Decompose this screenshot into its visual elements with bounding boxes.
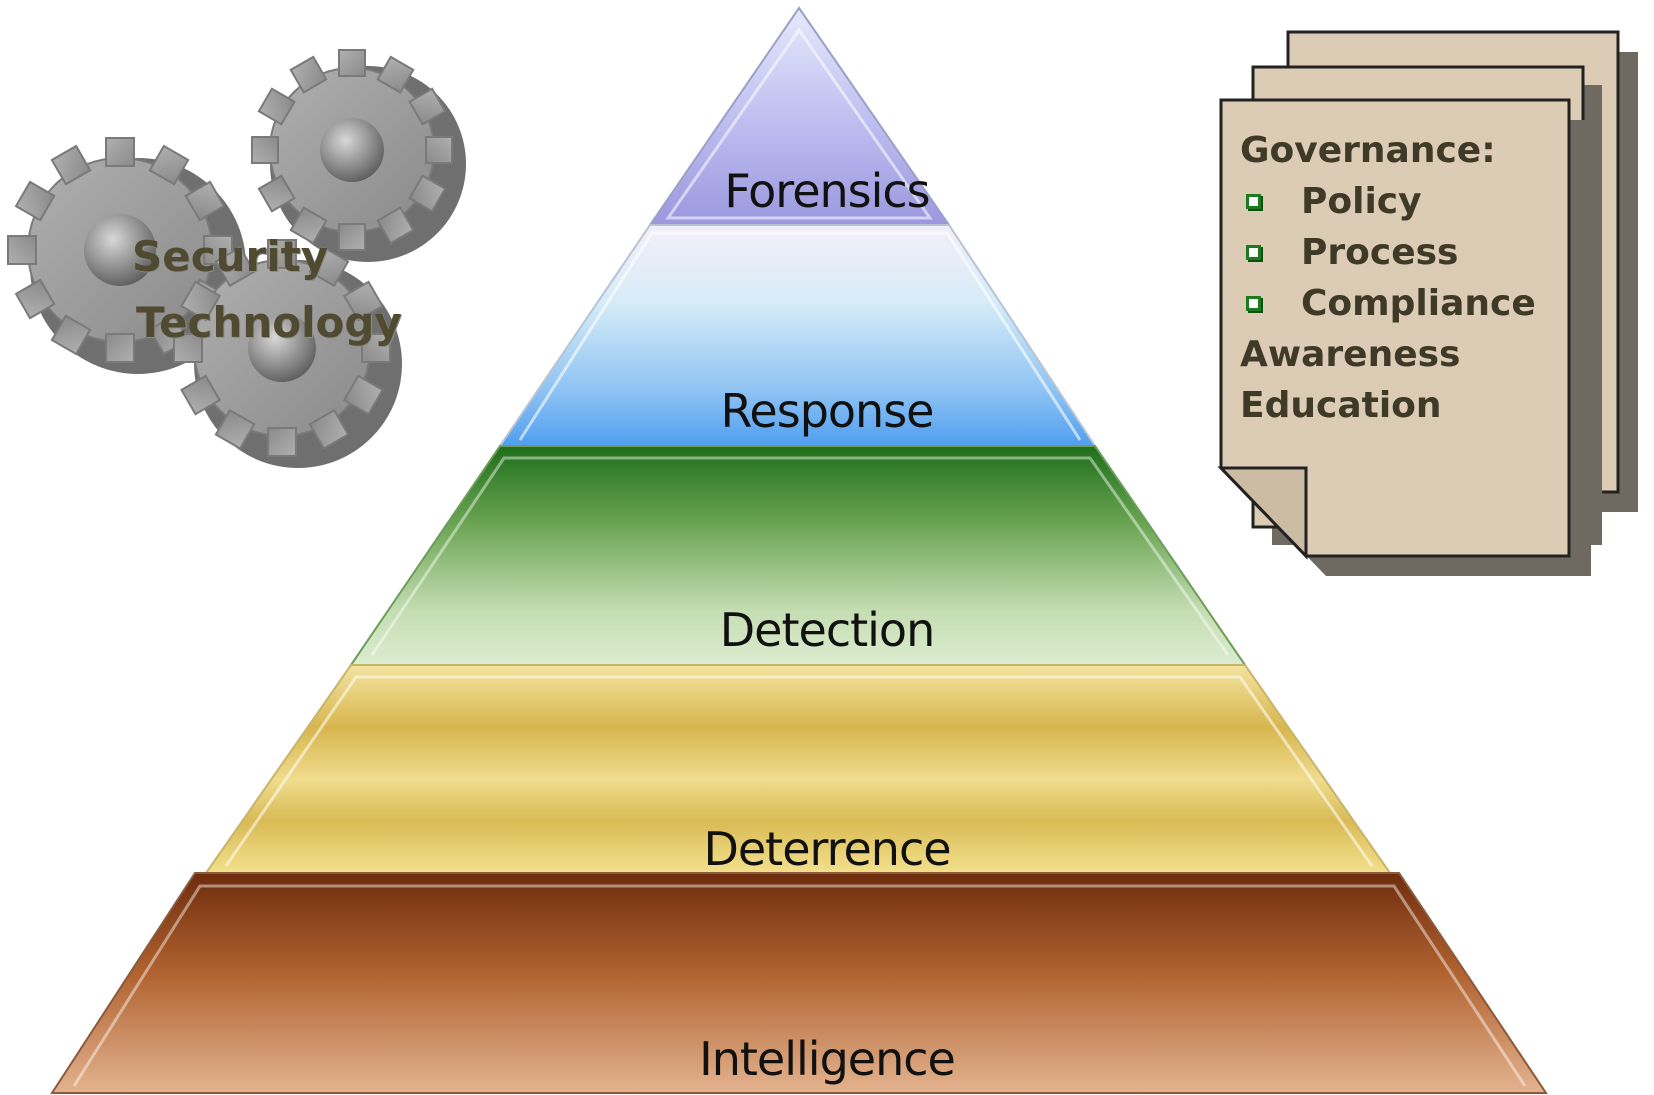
gears-graphic bbox=[7, 49, 466, 468]
layer-intelligence-highlight bbox=[72, 884, 1527, 1087]
layer-deterrence-highlight bbox=[224, 675, 1374, 867]
layer-label-intelligence: Intelligence bbox=[699, 1032, 956, 1086]
checkbox-bullet-icon bbox=[1246, 194, 1261, 209]
layer-response-highlight bbox=[518, 231, 1082, 441]
layer-label-detection: Detection bbox=[719, 603, 935, 657]
layer-intelligence bbox=[50, 872, 1548, 1094]
document-line-awareness: Awareness bbox=[1240, 334, 1461, 375]
document-text: Governance: Policy Process Compliance Aw… bbox=[1240, 125, 1536, 431]
list-item: Policy bbox=[1240, 176, 1536, 227]
layer-label-response: Response bbox=[720, 384, 935, 438]
document-stack-icon bbox=[1217, 30, 1638, 576]
gear-icon bbox=[251, 49, 466, 262]
bullet-label-policy: Policy bbox=[1301, 181, 1422, 222]
gear-icon bbox=[7, 137, 246, 374]
bullet-label-process: Process bbox=[1301, 232, 1459, 273]
gears-label-security: Security bbox=[132, 232, 329, 281]
bullet-label-compliance: Compliance bbox=[1301, 283, 1536, 324]
checkbox-bullet-icon bbox=[1246, 245, 1261, 260]
checkbox-bullet-icon bbox=[1246, 296, 1261, 311]
layer-label-deterrence: Deterrence bbox=[703, 822, 951, 876]
layer-label-forensics: Forensics bbox=[724, 164, 930, 218]
layer-forensics-highlight bbox=[665, 27, 933, 220]
document-line-education: Education bbox=[1240, 385, 1442, 426]
list-item: Process bbox=[1240, 227, 1536, 278]
gear-icon bbox=[173, 239, 402, 468]
document-heading: Governance: bbox=[1240, 130, 1496, 171]
gears-label-technology: Technology bbox=[136, 298, 402, 347]
pyramid bbox=[50, 6, 1548, 1094]
layer-detection-highlight bbox=[370, 456, 1230, 656]
list-item: Compliance bbox=[1240, 278, 1536, 329]
